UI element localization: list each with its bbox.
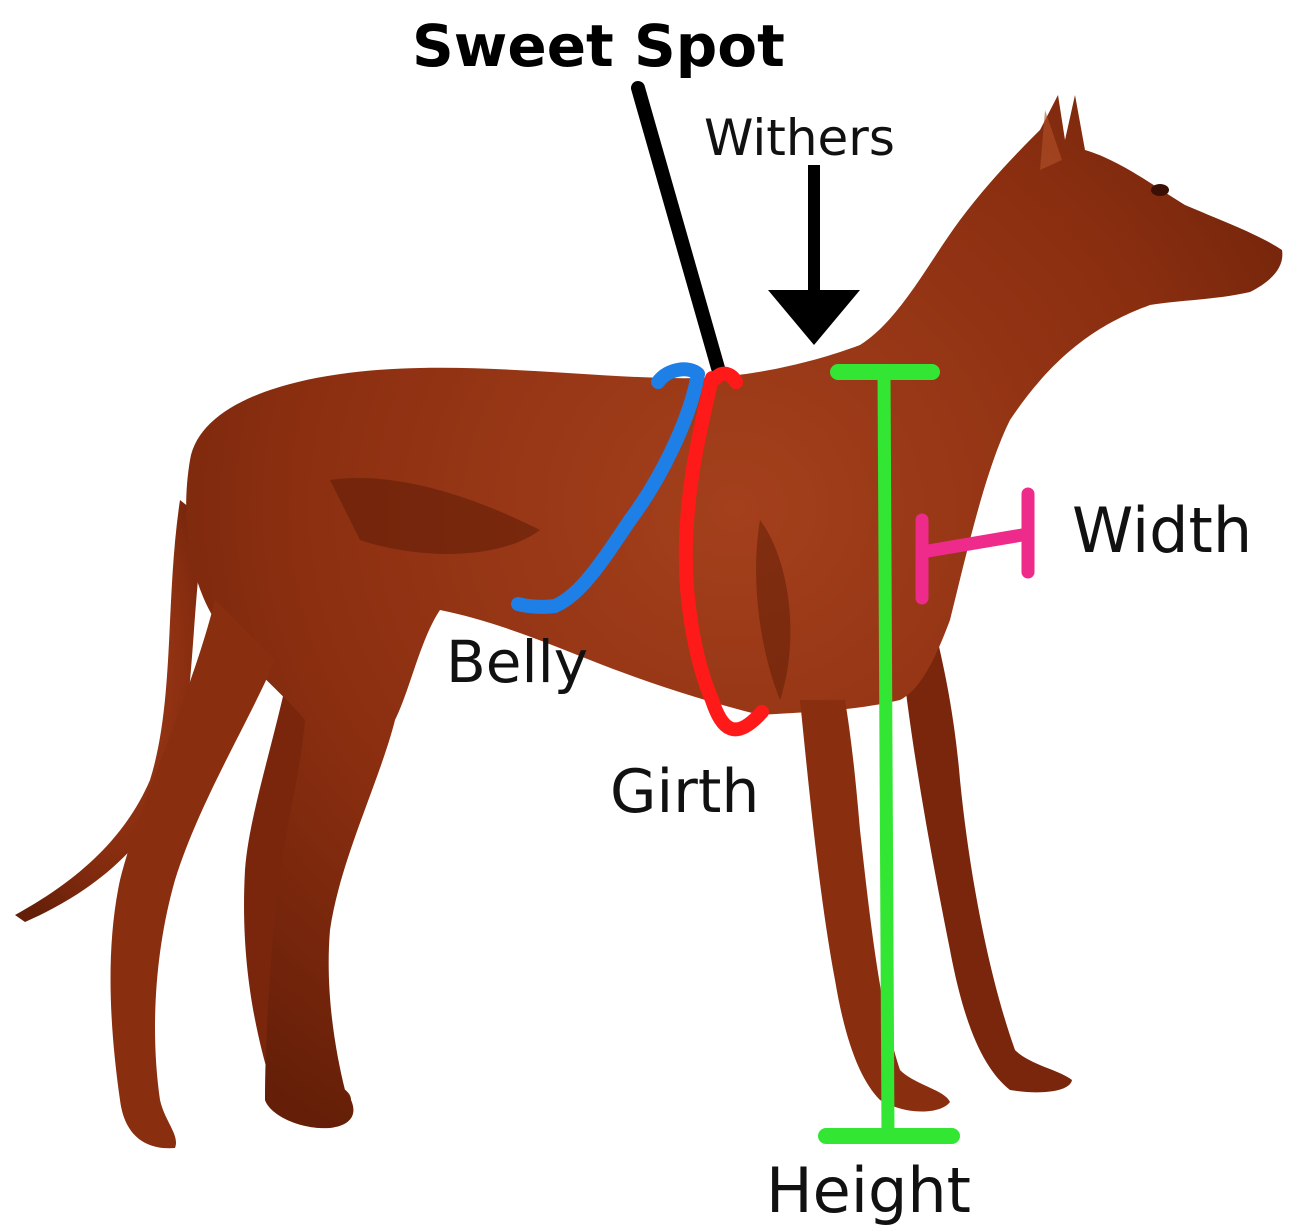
sweet-spot-label: Sweet Spot — [412, 12, 785, 80]
dog-silhouette-icon — [15, 95, 1282, 1148]
height-marker-shaft — [884, 372, 888, 1135]
girth-label: Girth — [610, 757, 759, 827]
dog-body — [186, 95, 1282, 1128]
belly-label: Belly — [446, 628, 588, 696]
withers-arrow-head — [768, 290, 860, 345]
dog-eye — [1151, 184, 1169, 196]
arrow-down-icon — [768, 165, 860, 345]
withers-label: Withers — [704, 109, 895, 167]
width-label: Width — [1072, 494, 1252, 567]
dog-far-fore-leg — [900, 630, 1072, 1092]
height-label: Height — [766, 1154, 971, 1227]
